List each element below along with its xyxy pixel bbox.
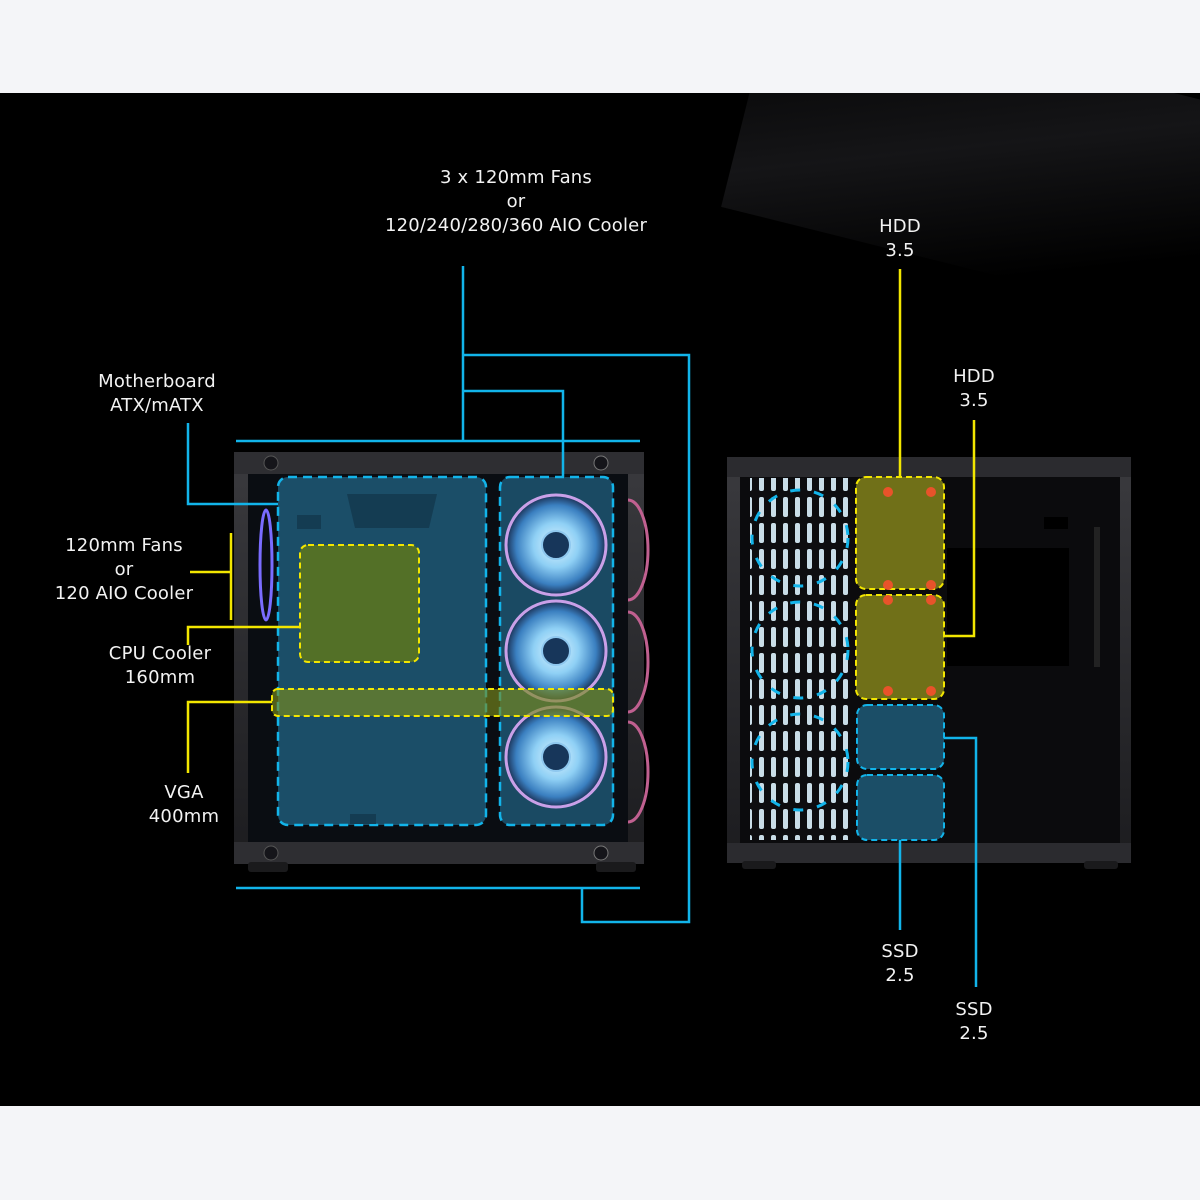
label-line: SSD xyxy=(881,941,919,962)
label-line: HDD xyxy=(953,366,995,387)
vga-label: VGA 400mm xyxy=(134,781,234,829)
hdd-bottom-callout-line xyxy=(944,420,976,638)
right-case-bottom-rail xyxy=(727,843,1131,863)
side-fan-edge-icon xyxy=(627,610,650,714)
side-fan-edge-icon xyxy=(627,498,650,602)
case-depth-bracket xyxy=(463,353,691,924)
label-line: ATX/mATX xyxy=(110,395,204,416)
cpu-cooler-label: CPU Cooler 160mm xyxy=(94,642,226,690)
left-case-top-rail xyxy=(234,452,644,474)
left-case-bottom-rail xyxy=(234,842,644,864)
screw-icon xyxy=(883,595,893,605)
label-line: 3.5 xyxy=(959,390,989,411)
vga-zone xyxy=(271,688,614,717)
cpu-cooler-callout-line xyxy=(186,625,300,645)
label-line: 120 AIO Cooler xyxy=(54,583,194,604)
screw-icon xyxy=(926,595,936,605)
ssd-right-callout-line xyxy=(944,736,978,987)
cable-grommet xyxy=(297,515,321,529)
side-fan-edge-icon xyxy=(627,720,650,824)
rear-fan-label: 120mm Fans or 120 AIO Cooler xyxy=(40,534,208,606)
radiator-callout-line xyxy=(463,389,565,477)
left-case-foot xyxy=(596,862,636,872)
label-line: or xyxy=(506,191,526,212)
label-line: 160mm xyxy=(124,667,196,688)
screw-icon xyxy=(926,686,936,696)
thumbscrew-icon xyxy=(593,455,609,471)
screw-icon xyxy=(883,686,893,696)
vga-callout-line xyxy=(186,700,272,773)
screw-icon xyxy=(883,580,893,590)
label-line: VGA xyxy=(164,782,204,803)
thumbscrew-icon xyxy=(593,845,609,861)
ssd-left-label: SSD 2.5 xyxy=(860,940,940,988)
label-line: 3 x 120mm Fans xyxy=(439,167,592,188)
label-line: 120/240/280/360 AIO Cooler xyxy=(384,215,648,236)
label-line: 120mm Fans xyxy=(65,535,183,556)
front-mesh-panel xyxy=(750,478,850,840)
grommet xyxy=(1044,517,1068,529)
label-line: CPU Cooler xyxy=(108,643,212,664)
top-radiator-label: 3 x 120mm Fans or 120/240/280/360 AIO Co… xyxy=(356,166,676,238)
screw-icon xyxy=(883,487,893,497)
left-case xyxy=(234,452,650,872)
label-line: 400mm xyxy=(148,806,220,827)
top-fans xyxy=(504,493,608,809)
ssd-right-label: SSD 2.5 xyxy=(934,998,1014,1046)
cpu-cutout xyxy=(947,548,1069,666)
right-case xyxy=(727,457,1131,869)
motherboard-label: Motherboard ATX/mATX xyxy=(72,370,242,418)
label-line: Motherboard xyxy=(98,371,216,392)
label-line: SSD xyxy=(955,999,993,1020)
ssd-zone-bottom xyxy=(856,774,945,841)
fan-icon xyxy=(504,705,608,809)
label-line: or xyxy=(114,559,134,580)
motherboard-callout-line xyxy=(186,423,278,506)
fan-ring-icon xyxy=(750,712,850,812)
left-case-foot xyxy=(248,862,288,872)
cable-slot xyxy=(1094,527,1100,667)
fan-icon xyxy=(504,599,608,703)
hdd-bottom-label: HDD 3.5 xyxy=(934,365,1014,413)
label-line: 3.5 xyxy=(885,240,915,261)
thumbscrew-icon xyxy=(263,455,279,471)
fan-ring-icon xyxy=(750,600,850,700)
cable-grommet xyxy=(350,814,376,824)
callout-lines xyxy=(186,266,978,987)
screw-icon xyxy=(926,487,936,497)
label-line: 2.5 xyxy=(959,1023,989,1044)
rear-fan-edge-icon xyxy=(258,508,274,622)
hdd-top-label: HDD 3.5 xyxy=(860,215,940,263)
hdd-zone-bottom xyxy=(855,594,945,700)
right-case-foot xyxy=(742,861,776,869)
fan-ring-icon xyxy=(750,488,850,588)
label-line: HDD xyxy=(879,216,921,237)
hdd-screws xyxy=(883,487,936,696)
label-line: 2.5 xyxy=(885,965,915,986)
io-cutout xyxy=(347,494,437,528)
ssd-zone-top xyxy=(856,704,945,770)
right-case-foot xyxy=(1084,861,1118,869)
fan-icon xyxy=(504,493,608,597)
thumbscrew-icon xyxy=(263,845,279,861)
screw-icon xyxy=(926,580,936,590)
cpu-cooler-zone xyxy=(299,544,420,663)
right-case-top-rail xyxy=(727,457,1131,477)
